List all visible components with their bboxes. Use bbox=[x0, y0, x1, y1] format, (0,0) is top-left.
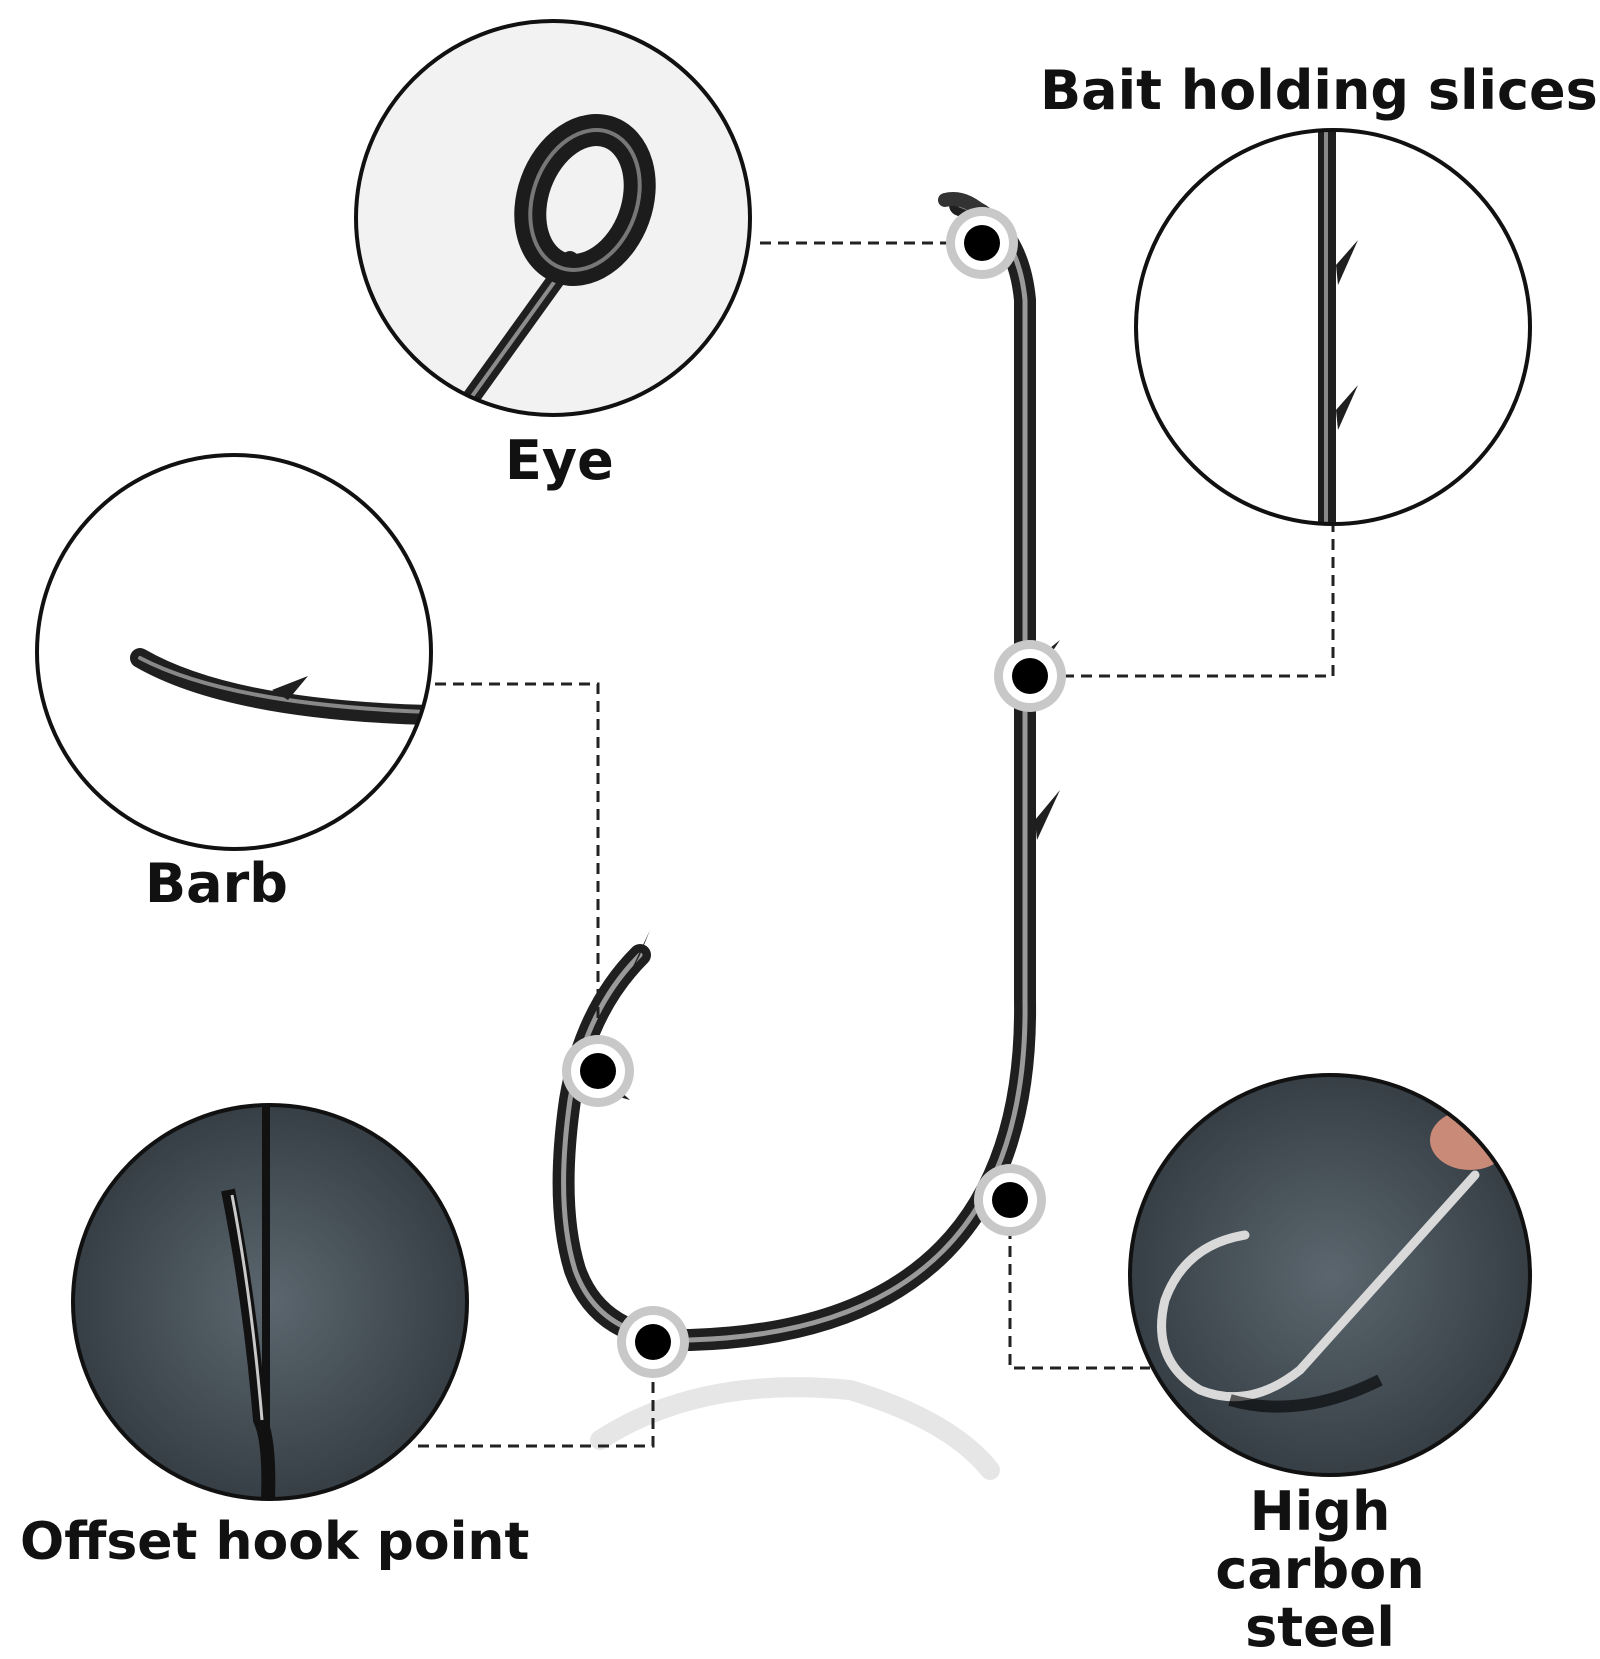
label-bait-holding-slices: Bait holding slices bbox=[1040, 59, 1598, 122]
leader-lines bbox=[418, 241, 1335, 1448]
detail-circle-offset-point bbox=[71, 1103, 469, 1501]
detail-circle-barb bbox=[35, 453, 433, 851]
callout-dot-icon bbox=[635, 1324, 671, 1360]
callout-dot-icon bbox=[1012, 658, 1048, 694]
callout-dot-icon bbox=[580, 1053, 616, 1089]
detail-circle-high-carbon-steel bbox=[1128, 1073, 1532, 1477]
label-high-carbon-steel: High carbon steel bbox=[1215, 1480, 1425, 1659]
marker-bait-slices bbox=[994, 640, 1066, 712]
detail-circle-bait-slices bbox=[1134, 128, 1532, 526]
detail-circle-eye bbox=[354, 19, 752, 417]
leader-barb bbox=[435, 682, 600, 1030]
leader-bait bbox=[1045, 525, 1335, 678]
label-eye: Eye bbox=[505, 429, 614, 492]
label-offset-hook-point: Offset hook point bbox=[20, 1512, 530, 1572]
callout-dot-icon bbox=[964, 225, 1000, 261]
leader-offset bbox=[418, 1345, 655, 1448]
callout-dot-icon bbox=[992, 1182, 1028, 1218]
hook-reflection bbox=[590, 1377, 1000, 1480]
marker-high-carbon-steel bbox=[974, 1164, 1046, 1236]
label-barb: Barb bbox=[145, 852, 288, 915]
marker-eye bbox=[946, 207, 1018, 279]
marker-barb bbox=[562, 1035, 634, 1107]
marker-offset-point bbox=[617, 1306, 689, 1378]
fishing-hook-diagram bbox=[35, 19, 1532, 1501]
